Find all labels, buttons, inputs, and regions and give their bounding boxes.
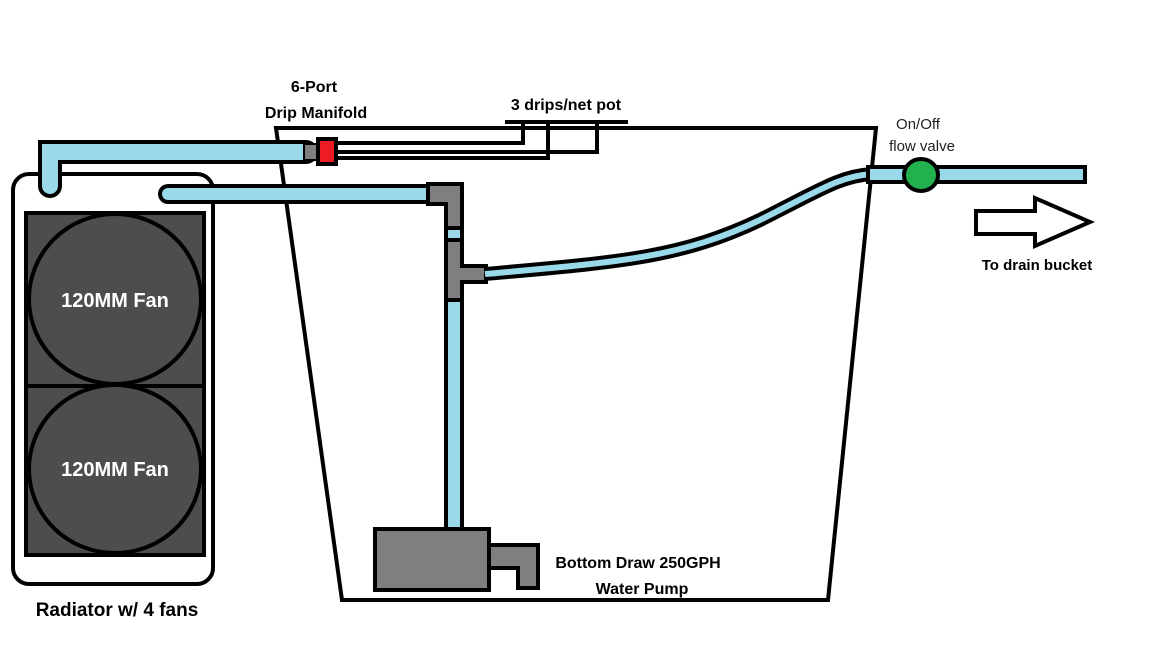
pump-label-1: Bottom Draw 250GPH: [555, 555, 720, 572]
drain-hose-outline: [484, 167, 873, 281]
fan-2-label: 120MM Fan: [61, 459, 169, 481]
valve-label-1: On/Off: [896, 116, 941, 133]
feed-pipe: [42, 144, 314, 194]
manifold-label-1: 6-Port: [291, 79, 338, 96]
riser-pipe: [444, 298, 464, 532]
radiator: 120MM Fan 120MM Fan: [11, 172, 215, 586]
manifold-label-2: Drip Manifold: [265, 105, 367, 122]
flow-valve[interactable]: [902, 157, 940, 193]
drip-manifold: [316, 137, 338, 166]
drip-lines: [336, 120, 628, 160]
reservoir-bucket: [273, 126, 879, 602]
drain-hose: [484, 171, 873, 277]
drips-label: 3 drips/net pot: [511, 97, 622, 114]
fan-2: [27, 383, 203, 555]
drain-label: To drain bucket: [982, 257, 1093, 274]
pump-label-2: Water Pump: [596, 581, 689, 598]
radiator-label: Radiator w/ 4 fans: [36, 600, 199, 621]
fan-1-label: 120MM Fan: [61, 290, 169, 312]
tee-fitting: [444, 238, 488, 302]
water-pump: [373, 527, 540, 592]
drain-pipe: [866, 165, 1087, 184]
arrow-right-icon: [974, 194, 1096, 250]
valve-label-2: flow valve: [889, 138, 955, 155]
